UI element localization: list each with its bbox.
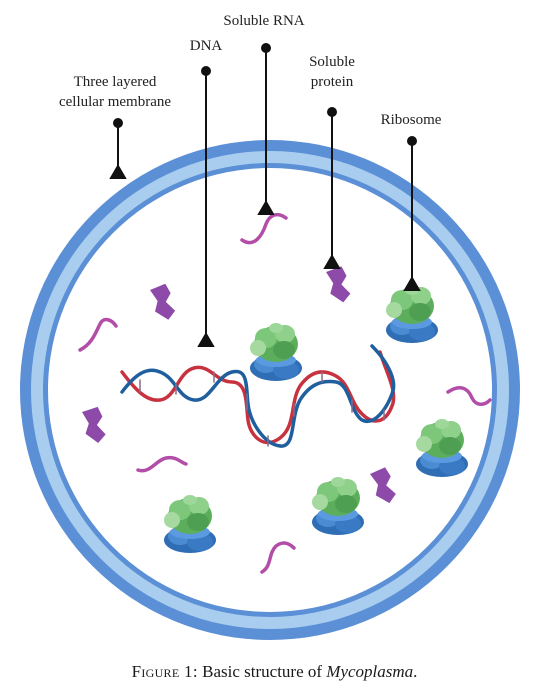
caption-suffix: .: [413, 662, 418, 681]
label-membrane-line1: Three layered: [74, 74, 157, 90]
dna-helix: [120, 344, 396, 448]
soluble-protein-leader: [323, 107, 341, 269]
figure-caption: Figure 1: Basic structure of Mycoplasma.: [0, 662, 549, 682]
soluble-rna-leader: [257, 43, 275, 215]
label-soluble-rna: Soluble RNA: [223, 13, 304, 29]
caption-text: Basic structure of: [202, 662, 323, 681]
mycoplasma-diagram: Three layered cellular membrane DNA Solu…: [20, 13, 520, 640]
soluble-rna-fragments: [78, 212, 492, 574]
ribosome-3: [416, 419, 468, 477]
label-dna: DNA: [190, 38, 223, 54]
label-ribosome: Ribosome: [381, 112, 442, 128]
caption-prefix: Figure 1:: [131, 662, 198, 681]
ribosome-2: [250, 323, 302, 381]
membrane-leader: [109, 118, 127, 179]
ribosome-4: [312, 477, 364, 535]
ribosome-leader: [403, 136, 421, 291]
ribosome-5: [164, 495, 216, 553]
label-soluble-protein-line1: Soluble: [309, 54, 355, 70]
ribosome-1: [386, 285, 438, 343]
caption-organism: Mycoplasma: [326, 662, 414, 681]
cell-membrane: [20, 140, 520, 640]
label-leaders: [109, 43, 421, 347]
dna-leader: [197, 66, 215, 347]
label-soluble-protein-line2: protein: [311, 74, 354, 90]
label-membrane-line2: cellular membrane: [59, 94, 171, 110]
